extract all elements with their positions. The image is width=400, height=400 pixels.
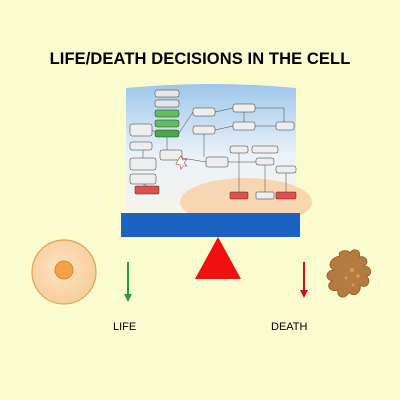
- life-label: LIFE: [113, 321, 137, 333]
- dead-cell-icon: [326, 249, 372, 298]
- page-title: LIFE/DEATH DECISIONS IN THE CELL: [49, 50, 351, 68]
- life-arrow-icon: [124, 262, 132, 302]
- pathway-diagram-image: [126, 84, 312, 226]
- balance-fulcrum: [195, 237, 241, 279]
- death-label: DEATH: [271, 321, 308, 333]
- balance-beam: [121, 213, 300, 237]
- healthy-cell-icon: [31, 239, 97, 305]
- death-arrow-icon: [300, 262, 308, 298]
